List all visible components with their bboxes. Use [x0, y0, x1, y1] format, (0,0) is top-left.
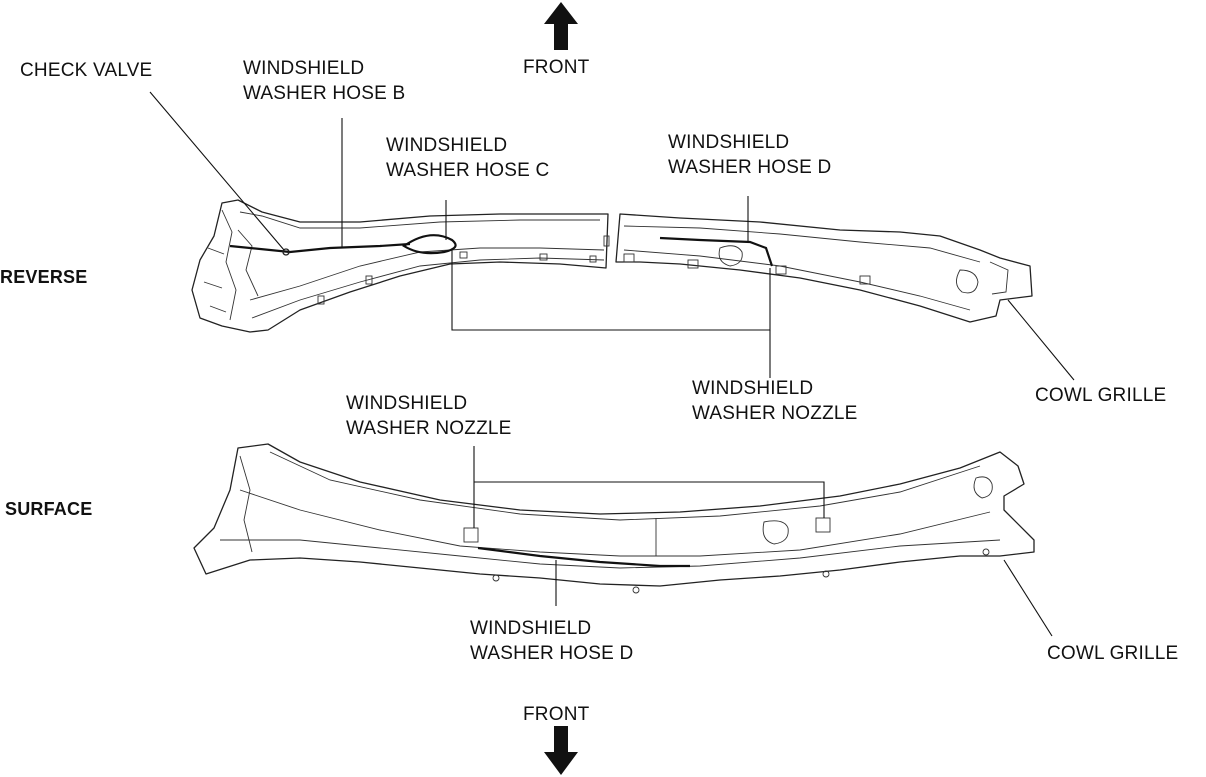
view-label-surface: SURFACE	[5, 499, 93, 519]
arrow-up-icon	[544, 2, 578, 50]
front-label-top: FRONT	[523, 57, 590, 78]
washer-hose-d-surface-line1: WINDSHIELD	[470, 618, 592, 639]
washer-hose-d-label-reverse: WINDSHIELD WASHER HOSE D	[668, 130, 831, 180]
reverse-leader-lines	[149, 91, 1075, 381]
washer-nozzle-label-surface: WINDSHIELD WASHER NOZZLE	[346, 391, 512, 441]
front-label-bottom: FRONT	[523, 704, 590, 725]
arrow-down-icon	[544, 726, 578, 775]
washer-hose-d-reverse-line1: WINDSHIELD	[668, 132, 790, 153]
washer-nozzle-surface-line2: WASHER NOZZLE	[346, 418, 512, 439]
washer-hose-d-surface-line2: WASHER HOSE D	[470, 643, 634, 664]
washer-hose-d-label-surface: WINDSHIELD WASHER HOSE D	[470, 616, 633, 666]
cowl-grille-label-surface: COWL GRILLE	[1047, 643, 1179, 664]
washer-hose-c-line2: WASHER HOSE C	[386, 160, 550, 181]
washer-hose-b-label: WINDSHIELD WASHER HOSE B	[243, 56, 405, 106]
washer-hose-d-reverse-line2: WASHER HOSE D	[668, 157, 832, 178]
check-valve-label: CHECK VALVE	[20, 60, 153, 81]
washer-nozzle-reverse-line1: WINDSHIELD	[692, 378, 814, 399]
washer-hose-b-line1: WINDSHIELD	[243, 58, 365, 79]
view-label-reverse: REVERSE	[0, 267, 88, 287]
washer-hose-c-line1: WINDSHIELD	[386, 135, 508, 156]
surface-leader-lines	[473, 446, 1053, 637]
surface-washer-hose	[477, 546, 690, 568]
cowl-grille-label-reverse: COWL GRILLE	[1035, 385, 1167, 406]
reverse-cowl-left-half	[191, 199, 610, 333]
washer-hose-c-label: WINDSHIELD WASHER HOSE C	[386, 133, 549, 183]
washer-nozzle-label-reverse: WINDSHIELD WASHER NOZZLE	[692, 376, 858, 426]
check-valve-mark	[282, 248, 290, 256]
washer-hose-b-line2: WASHER HOSE B	[243, 83, 406, 104]
reverse-washer-hoses	[229, 234, 774, 267]
reverse-cowl-right-half	[615, 213, 1033, 323]
surface-cowl	[193, 443, 1035, 594]
washer-nozzle-reverse-line2: WASHER NOZZLE	[692, 403, 858, 424]
washer-nozzle-surface-line1: WINDSHIELD	[346, 393, 468, 414]
